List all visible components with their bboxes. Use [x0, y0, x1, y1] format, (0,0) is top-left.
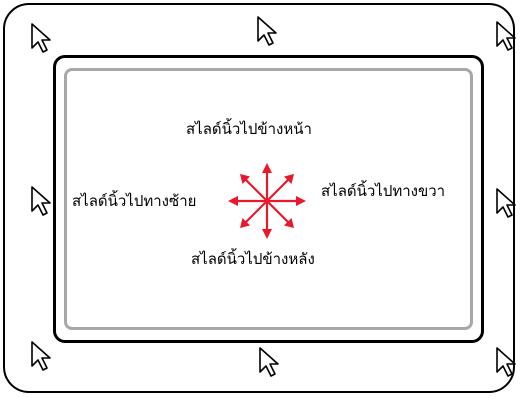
pointer-cursor-icon [496, 347, 516, 377]
pointer-cursor-icon [259, 347, 279, 377]
label-swipe-up: สไลด์นิ้วไปข้างหน้า [186, 120, 312, 138]
pointer-cursor-icon [31, 23, 51, 53]
eight-way-arrows-icon [228, 163, 306, 239]
pointer-cursor-icon [257, 16, 277, 46]
label-swipe-left: สไลด์นิ้วไปทางซ้าย [72, 192, 197, 210]
pointer-cursor-icon [496, 188, 516, 218]
pointer-cursor-icon [31, 186, 51, 216]
pointer-cursor-icon [31, 341, 51, 371]
pointer-cursor-icon [496, 21, 516, 51]
label-swipe-right: สไลด์นิ้วไปทางขวา [321, 182, 446, 200]
label-swipe-down: สไลด์นิ้วไปข้างหลัง [191, 250, 315, 268]
